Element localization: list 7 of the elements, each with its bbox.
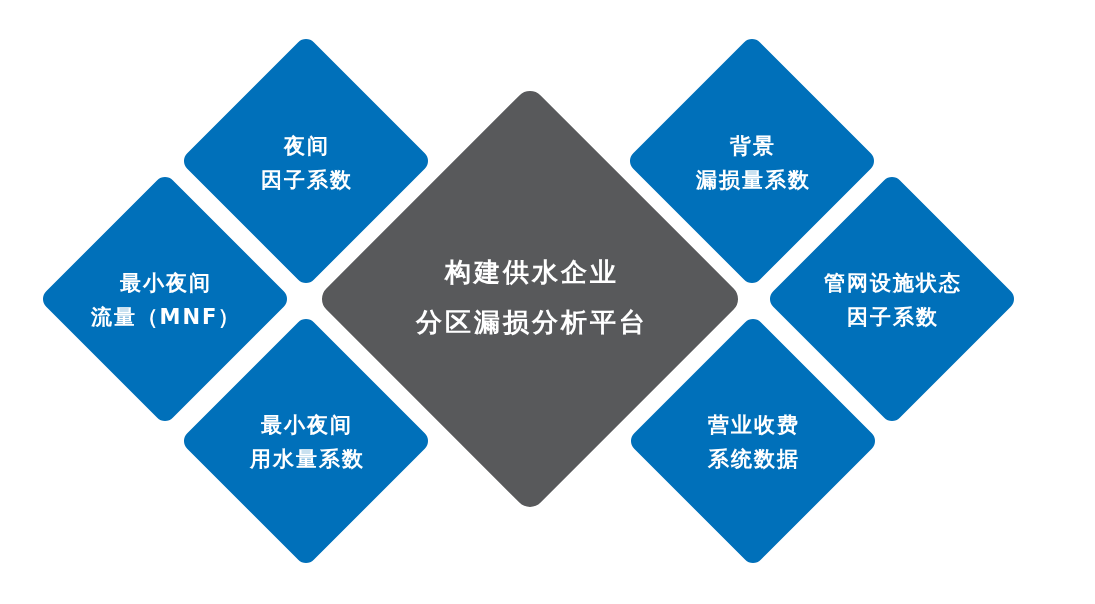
diamond-label: 最小夜间流量（MNF） xyxy=(89,270,242,331)
diamond-label: 最小夜间用水量系数 xyxy=(248,412,365,473)
diamond-label: 构建供水企业分区漏损分析平台 xyxy=(414,256,648,339)
diamond-label: 夜间因子系数 xyxy=(260,133,353,194)
diamond-label: 管网设施状态因子系数 xyxy=(823,270,962,331)
diamond-label: 背景漏损量系数 xyxy=(694,133,811,194)
diamond-label: 营业收费系统数据 xyxy=(707,412,800,473)
